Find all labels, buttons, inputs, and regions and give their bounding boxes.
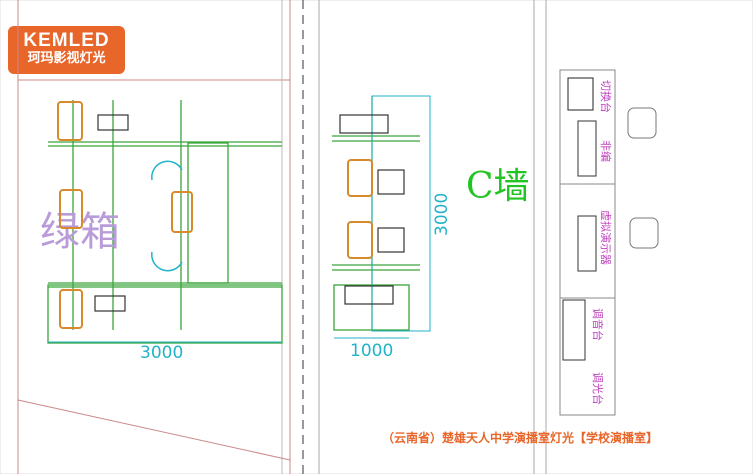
softlight-fixtures-middle [347, 159, 373, 259]
cyc-light-icon [151, 160, 183, 181]
console-label-switcher: 切换台 [599, 80, 613, 113]
softlight-icon [171, 191, 193, 233]
softlight-icon [59, 189, 83, 229]
lighting-zone-middle [371, 95, 431, 332]
monitor-icon [567, 77, 594, 111]
spotlight-icon [97, 114, 129, 131]
spotlight-icon [344, 285, 394, 305]
spotlight-icon [94, 295, 126, 312]
dimension-label-1000: 1000 [350, 341, 393, 361]
softlight-icon [347, 221, 373, 259]
spotlight-icon [339, 114, 389, 134]
caption: （云南省）楚雄天人中学演播室灯光【学校演播室】 [382, 431, 659, 445]
console-label-editing: 非编 [599, 140, 613, 162]
softlight-icon [59, 289, 83, 329]
kemled-logo: KEMLED 珂玛影视灯光 [8, 26, 125, 74]
fresnel-icon [377, 227, 405, 253]
spotlight-fixtures-left [94, 114, 129, 312]
control-room [559, 69, 659, 416]
cyc-light-icon [151, 251, 183, 272]
desk-icon [577, 215, 597, 272]
softlight-fixtures-left [57, 101, 193, 329]
console-label-lighting: 调光台 [591, 372, 605, 405]
softlight-icon [347, 159, 373, 197]
truss-grid-left [47, 100, 283, 344]
dimension-label-3000-vertical: 3000 [432, 193, 452, 236]
console-label-virtual: 虚拟演示器 [599, 210, 613, 265]
logo-subtitle: 珂玛影视灯光 [27, 51, 106, 66]
green-box-label: 绿箱 [40, 209, 120, 255]
fresnel-fixtures-middle [339, 114, 405, 305]
audio-mixer-icon [562, 299, 586, 361]
fresnel-icon [377, 169, 405, 195]
cyc-lights-left [151, 160, 183, 272]
wall-label: C墙 [466, 166, 530, 207]
desk-icon [577, 120, 597, 177]
console-labels: 切换台 非编 虚拟演示器 调音台 调光台 [591, 80, 613, 405]
chair-icon [629, 217, 659, 249]
logo-brand: KEMLED [23, 30, 110, 51]
console-label-audio: 调音台 [591, 308, 605, 341]
dimension-label-3000: 3000 [140, 343, 183, 363]
softlight-icon [57, 101, 83, 141]
chair-icon [627, 107, 657, 139]
